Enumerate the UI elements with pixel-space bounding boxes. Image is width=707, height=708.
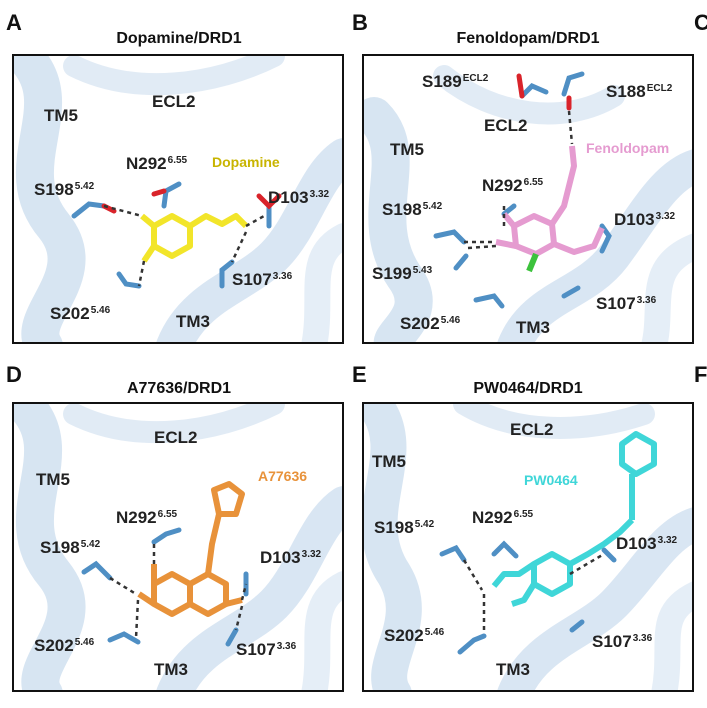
panel-letter-c: C (694, 10, 707, 35)
residue-s107 (561, 285, 581, 299)
ligand-a77636 (137, 481, 245, 617)
label-tm5: TM5 (44, 106, 78, 125)
helix-right (301, 223, 342, 342)
panel-title-b: Fenoldopam/DRD1 (456, 30, 600, 47)
label-ecl2: ECL2 (484, 116, 528, 135)
residue-d103 (601, 547, 617, 563)
label-s198: S1985.42 (382, 200, 443, 219)
ligand-pw0464 (491, 431, 657, 607)
hbonds (103, 204, 265, 287)
panel-letter-a: A (6, 10, 22, 35)
helix-ecl2 (63, 56, 285, 96)
ligand-fenoldopam (495, 145, 605, 273)
panel-letter-f: F (694, 362, 707, 387)
label-s107: S1073.36 (232, 270, 293, 289)
label-s202: S2025.46 (384, 626, 445, 645)
label-tm3: TM3 (516, 318, 550, 337)
panel-title-e: PW0464/DRD1 (473, 380, 583, 397)
residue-s198 (81, 560, 113, 581)
helix-tm5 (14, 56, 86, 342)
panel-letter-e: E (352, 362, 367, 387)
label-tm5: TM5 (372, 452, 406, 471)
panel-letter-d: D (6, 362, 22, 387)
residue-n292 (491, 540, 519, 559)
label-s107: S1073.36 (592, 632, 653, 651)
residue-s107 (225, 627, 239, 647)
residue-s199 (453, 253, 469, 271)
label-ecl2: ECL2 (510, 420, 554, 439)
panel-e-structure: ECL2 TM5 PW0464 S1985.42 N2926.55 D1033.… (362, 402, 694, 692)
residue-n292 (151, 527, 182, 545)
label-s199: S1995.43 (372, 264, 433, 283)
ligand-dopamine (140, 213, 249, 263)
label-d103: D1033.32 (268, 188, 330, 207)
ligand-label-a77636: A77636 (258, 468, 308, 484)
label-tm3: TM3 (496, 660, 530, 679)
panel-letter-b: B (352, 10, 368, 35)
label-ecl2: ECL2 (154, 428, 198, 447)
residue-s198 (433, 229, 467, 245)
label-d103: D1033.32 (260, 548, 322, 567)
ligand-label-pw0464: PW0464 (524, 472, 578, 488)
ligand-label-fenoldopam: Fenoldopam (586, 140, 670, 156)
helix-tm3 (156, 138, 342, 342)
label-s188: S188ECL2 (606, 82, 673, 101)
label-n292: N2926.55 (126, 154, 188, 173)
panel-d-structure: ECL2 TM5 A77636 N2926.55 S1985.42 D1033.… (12, 402, 344, 692)
label-s202: S2025.46 (400, 314, 461, 333)
label-s107: S1073.36 (596, 294, 657, 313)
label-tm3: TM3 (154, 660, 188, 679)
label-n292: N2926.55 (482, 176, 544, 195)
residue-s202 (107, 631, 141, 645)
residue-s202 (116, 271, 142, 289)
label-s107: S1073.36 (236, 640, 297, 659)
label-s202: S2025.46 (50, 304, 111, 323)
label-ecl2: ECL2 (152, 92, 196, 111)
residue-n292 (161, 181, 182, 209)
label-s198: S1985.42 (40, 538, 101, 557)
label-n292: N2926.55 (472, 508, 534, 527)
residue-s202 (457, 633, 487, 655)
label-tm3: TM3 (176, 312, 210, 331)
label-s189: S189ECL2 (422, 72, 489, 91)
panel-a-graphic (14, 56, 342, 342)
ligand-label-dopamine: Dopamine (212, 154, 280, 170)
panel-e-graphic (364, 404, 692, 690)
panel-b-structure: S189ECL2 S188ECL2 ECL2 TM5 Fenoldopam N2… (362, 54, 694, 344)
label-tm5: TM5 (390, 140, 424, 159)
label-s202: S2025.46 (34, 636, 95, 655)
label-tm5: TM5 (36, 470, 70, 489)
label-d103: D1033.32 (616, 534, 678, 553)
residue-s107 (219, 259, 235, 289)
label-d103: D1033.32 (614, 210, 676, 229)
residue-s188 (561, 71, 585, 97)
panel-title-d: A77636/DRD1 (126, 380, 232, 397)
panel-d-graphic (14, 404, 342, 690)
residue-s198 (71, 201, 107, 219)
panel-title-a: Dopamine/DRD1 (116, 30, 242, 47)
label-s198: S1985.42 (34, 180, 95, 199)
residue-s198 (439, 544, 467, 563)
label-s198: S1985.42 (374, 518, 435, 537)
label-n292: N2926.55 (116, 508, 178, 527)
panel-b-graphic (364, 65, 692, 342)
residue-s202 (473, 293, 505, 309)
panel-a-structure: TM5 ECL2 N2926.55 Dopamine S1985.42 D103… (12, 54, 344, 344)
residue-s107 (569, 619, 585, 633)
residue-s189 (519, 83, 549, 99)
